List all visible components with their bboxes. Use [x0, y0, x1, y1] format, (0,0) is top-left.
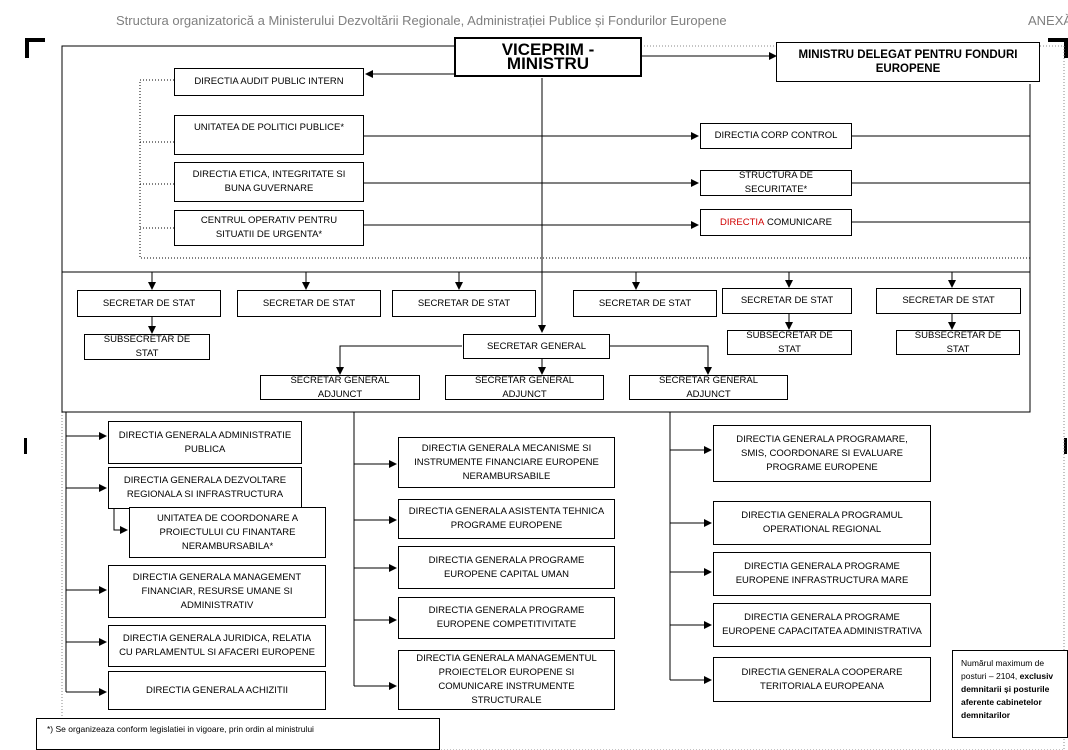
subsecretar-de-stat-3: SUBSECRETAR DE STAT: [896, 330, 1020, 355]
directia-corp-control-box: DIRECTIA CORP CONTROL: [700, 123, 852, 149]
dg-infrastructura-mare: DIRECTIA GENERALA PROGRAME EUROPENE INFR…: [713, 552, 931, 596]
dg-asistenta-tehnica: DIRECTIA GENERALA ASISTENTA TEHNICA PROG…: [398, 499, 615, 539]
secretar-de-stat-1: SECRETAR DE STAT: [77, 290, 221, 317]
directia-etica-box: DIRECTIA ETICA, INTEGRITATE SI BUNA GUVE…: [174, 162, 364, 202]
sg-branch: [336, 345, 462, 375]
secretar-de-stat-6: SECRETAR DE STAT: [876, 288, 1021, 314]
dg-capital-uman: DIRECTIA GENERALA PROGRAME EUROPENE CAPI…: [398, 546, 615, 589]
corner-mark-top-left: [25, 38, 45, 42]
secretar-de-stat-3: SECRETAR DE STAT: [392, 290, 536, 317]
unitatea-politici-box: UNITATEA DE POLITICI PUBLICE*: [174, 115, 364, 155]
secretar-general-adjunct-2: SECRETAR GENERAL ADJUNCT: [445, 375, 604, 400]
dg-programare-smis: DIRECTIA GENERALA PROGRAMARE, SMIS, COOR…: [713, 425, 931, 482]
dg-management-financiar: DIRECTIA GENERALA MANAGEMENT FINANCIAR, …: [108, 565, 326, 618]
ministru-delegat-box: MINISTRU DELEGAT PENTRU FONDURI EUROPENE: [776, 42, 1040, 82]
corner-mark-top-right-v: [1064, 38, 1068, 58]
ucp-link: [113, 508, 128, 534]
side-mark-left: [24, 438, 27, 454]
link-right-frame: [852, 135, 1030, 223]
subsecretar-de-stat-1: SUBSECRETAR DE STAT: [84, 334, 210, 360]
directia-audit-box: DIRECTIA AUDIT PUBLIC INTERN: [174, 68, 364, 96]
dg-juridica: DIRECTIA GENERALA JURIDICA, RELATIA CU P…: [108, 625, 326, 667]
dg-cooperare-teritoriala: DIRECTIA GENERALA COOPERARE TERITORIALA …: [713, 657, 931, 702]
subsecretar-de-stat-2: SUBSECRETAR DE STAT: [727, 330, 852, 355]
secretar-general-adjunct-1: SECRETAR GENERAL ADJUNCT: [260, 375, 420, 400]
comunicare-red-text: DIRECTIA: [720, 216, 765, 228]
footnote: *) Se organizeaza conform legislatiei in…: [36, 718, 440, 750]
frame-line: [61, 84, 1031, 413]
frame-line: [61, 45, 454, 272]
viceprim-ministru-box: VICEPRIM - MINISTRU: [454, 37, 642, 77]
dotted-link: [139, 79, 1030, 259]
structura-securitate-box: STRUCTURA DE SECURITATE*: [700, 170, 852, 196]
dg-mecanisme-instrumente: DIRECTIA GENERALA MECANISME SI INSTRUMEN…: [398, 437, 615, 488]
dg-administratie-publica: DIRECTIA GENERALA ADMINISTRATIE PUBLICA: [108, 421, 302, 464]
dg-competitivitate: DIRECTIA GENERALA PROGRAME EUROPENE COMP…: [398, 597, 615, 639]
dg-dezvoltare-regionala: DIRECTIA GENERALA DEZVOLTARE REGIONALA S…: [108, 467, 302, 509]
centrul-operativ-box: CENTRUL OPERATIV PENTRU SITUATII DE URGE…: [174, 210, 364, 246]
posturi-note: Numărul maximum de posturi – 2104, exclu…: [952, 650, 1068, 738]
dg-programul-operational-regional: DIRECTIA GENERALA PROGRAMUL OPERATIONAL …: [713, 501, 931, 545]
side-mark-right: [1064, 438, 1067, 454]
dg-capacitatea-administrativa: DIRECTIA GENERALA PROGRAME EUROPENE CAPA…: [713, 603, 931, 647]
corner-mark-top-left-v: [25, 38, 29, 58]
sg-branch: [610, 345, 712, 375]
page-title: Structura organizatorică a Ministerului …: [116, 13, 727, 28]
secretar-de-stat-5: SECRETAR DE STAT: [722, 288, 852, 314]
secretar-general-box: SECRETAR GENERAL: [463, 334, 610, 359]
annex-label: ANEXĂ: [1028, 13, 1068, 28]
directia-comunicare-box: DIRECTIA COMUNICARE: [700, 209, 852, 236]
secretar-de-stat-4: SECRETAR DE STAT: [573, 290, 717, 317]
secretar-de-stat-2: SECRETAR DE STAT: [237, 290, 381, 317]
dg-achizitii: DIRECTIA GENERALA ACHIZITII: [108, 671, 326, 710]
corner-mark-top-right: [1048, 38, 1068, 42]
dg-management-proiecte: DIRECTIA GENERALA MANAGEMENTUL PROIECTEL…: [398, 650, 615, 710]
secretar-general-adjunct-3: SECRETAR GENERAL ADJUNCT: [629, 375, 788, 400]
unitatea-coordonare-proiect: UNITATEA DE COORDONARE A PROIECTULUI CU …: [129, 507, 326, 558]
